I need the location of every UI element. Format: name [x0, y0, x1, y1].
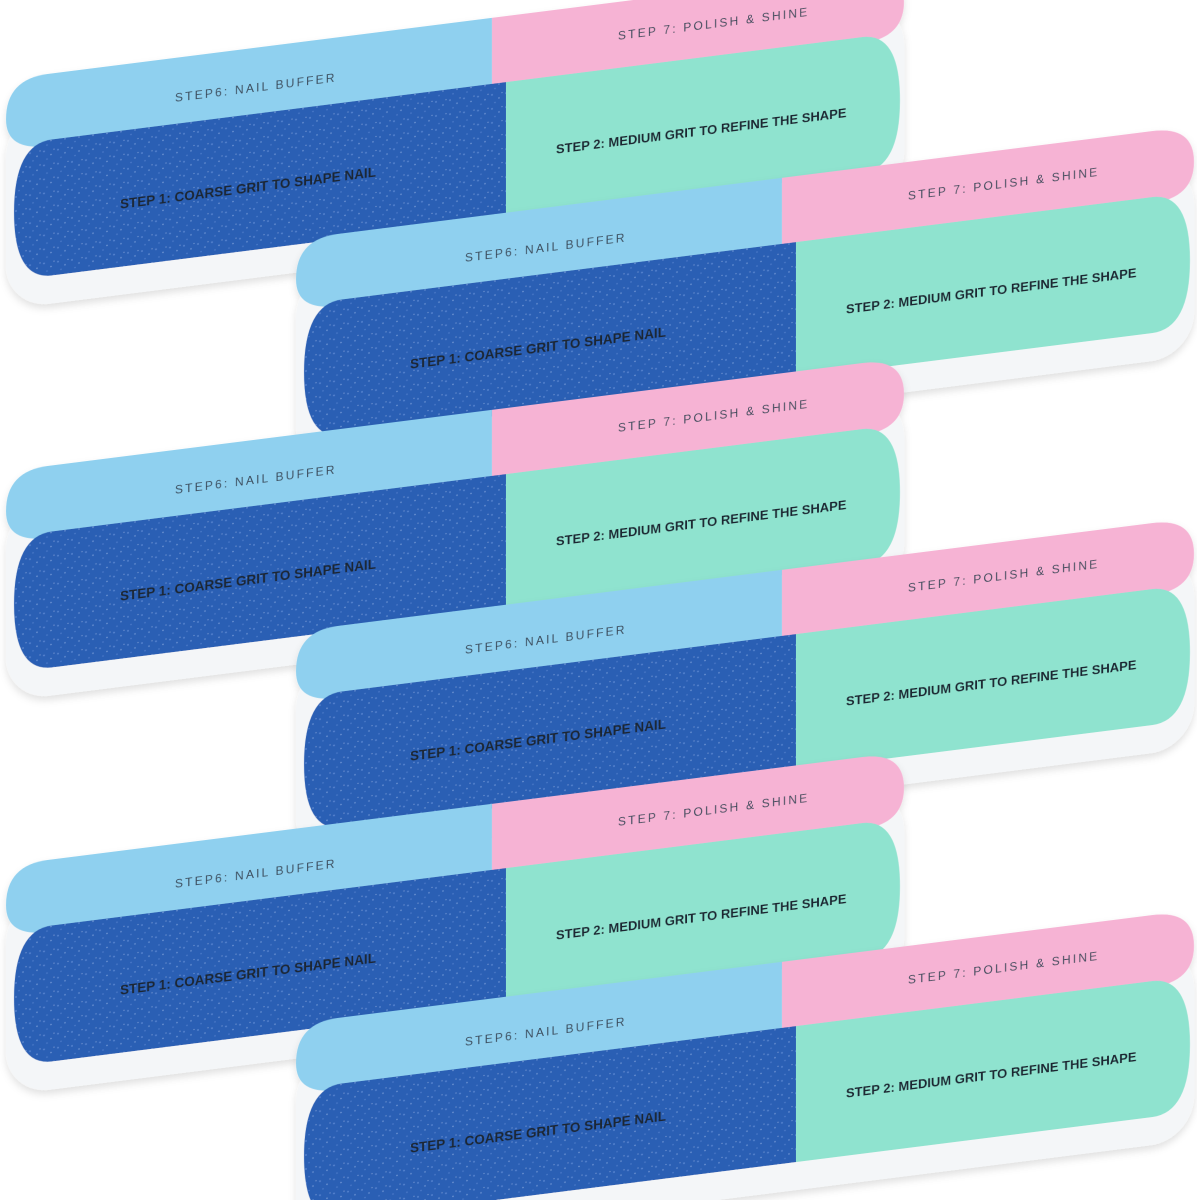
- top-face-light-blue: [296, 569, 782, 699]
- coarse-grit-texture: [14, 82, 506, 276]
- coarse-grit-texture: [304, 634, 796, 828]
- front-face-mint: [796, 588, 1190, 771]
- top-face-light-blue: [296, 177, 782, 307]
- top-face-pink: [492, 756, 904, 876]
- top-face-pink: [782, 522, 1194, 642]
- coarse-grit-texture: [14, 474, 506, 668]
- top-face-light-blue: [6, 803, 492, 933]
- top-face-pink: [782, 130, 1194, 250]
- top-face-light-blue: [6, 17, 492, 147]
- front-face-mint: [506, 36, 900, 219]
- top-face-pink: [782, 914, 1194, 1034]
- front-face-mint: [506, 428, 900, 611]
- top-face-light-blue: [296, 961, 782, 1091]
- front-face-mint: [796, 196, 1190, 379]
- front-face-mint: [506, 822, 900, 1005]
- coarse-grit-texture: [304, 1026, 796, 1200]
- top-face-light-blue: [6, 409, 492, 539]
- front-face-mint: [796, 980, 1190, 1163]
- top-face-pink: [492, 362, 904, 482]
- top-face-pink: [492, 0, 904, 90]
